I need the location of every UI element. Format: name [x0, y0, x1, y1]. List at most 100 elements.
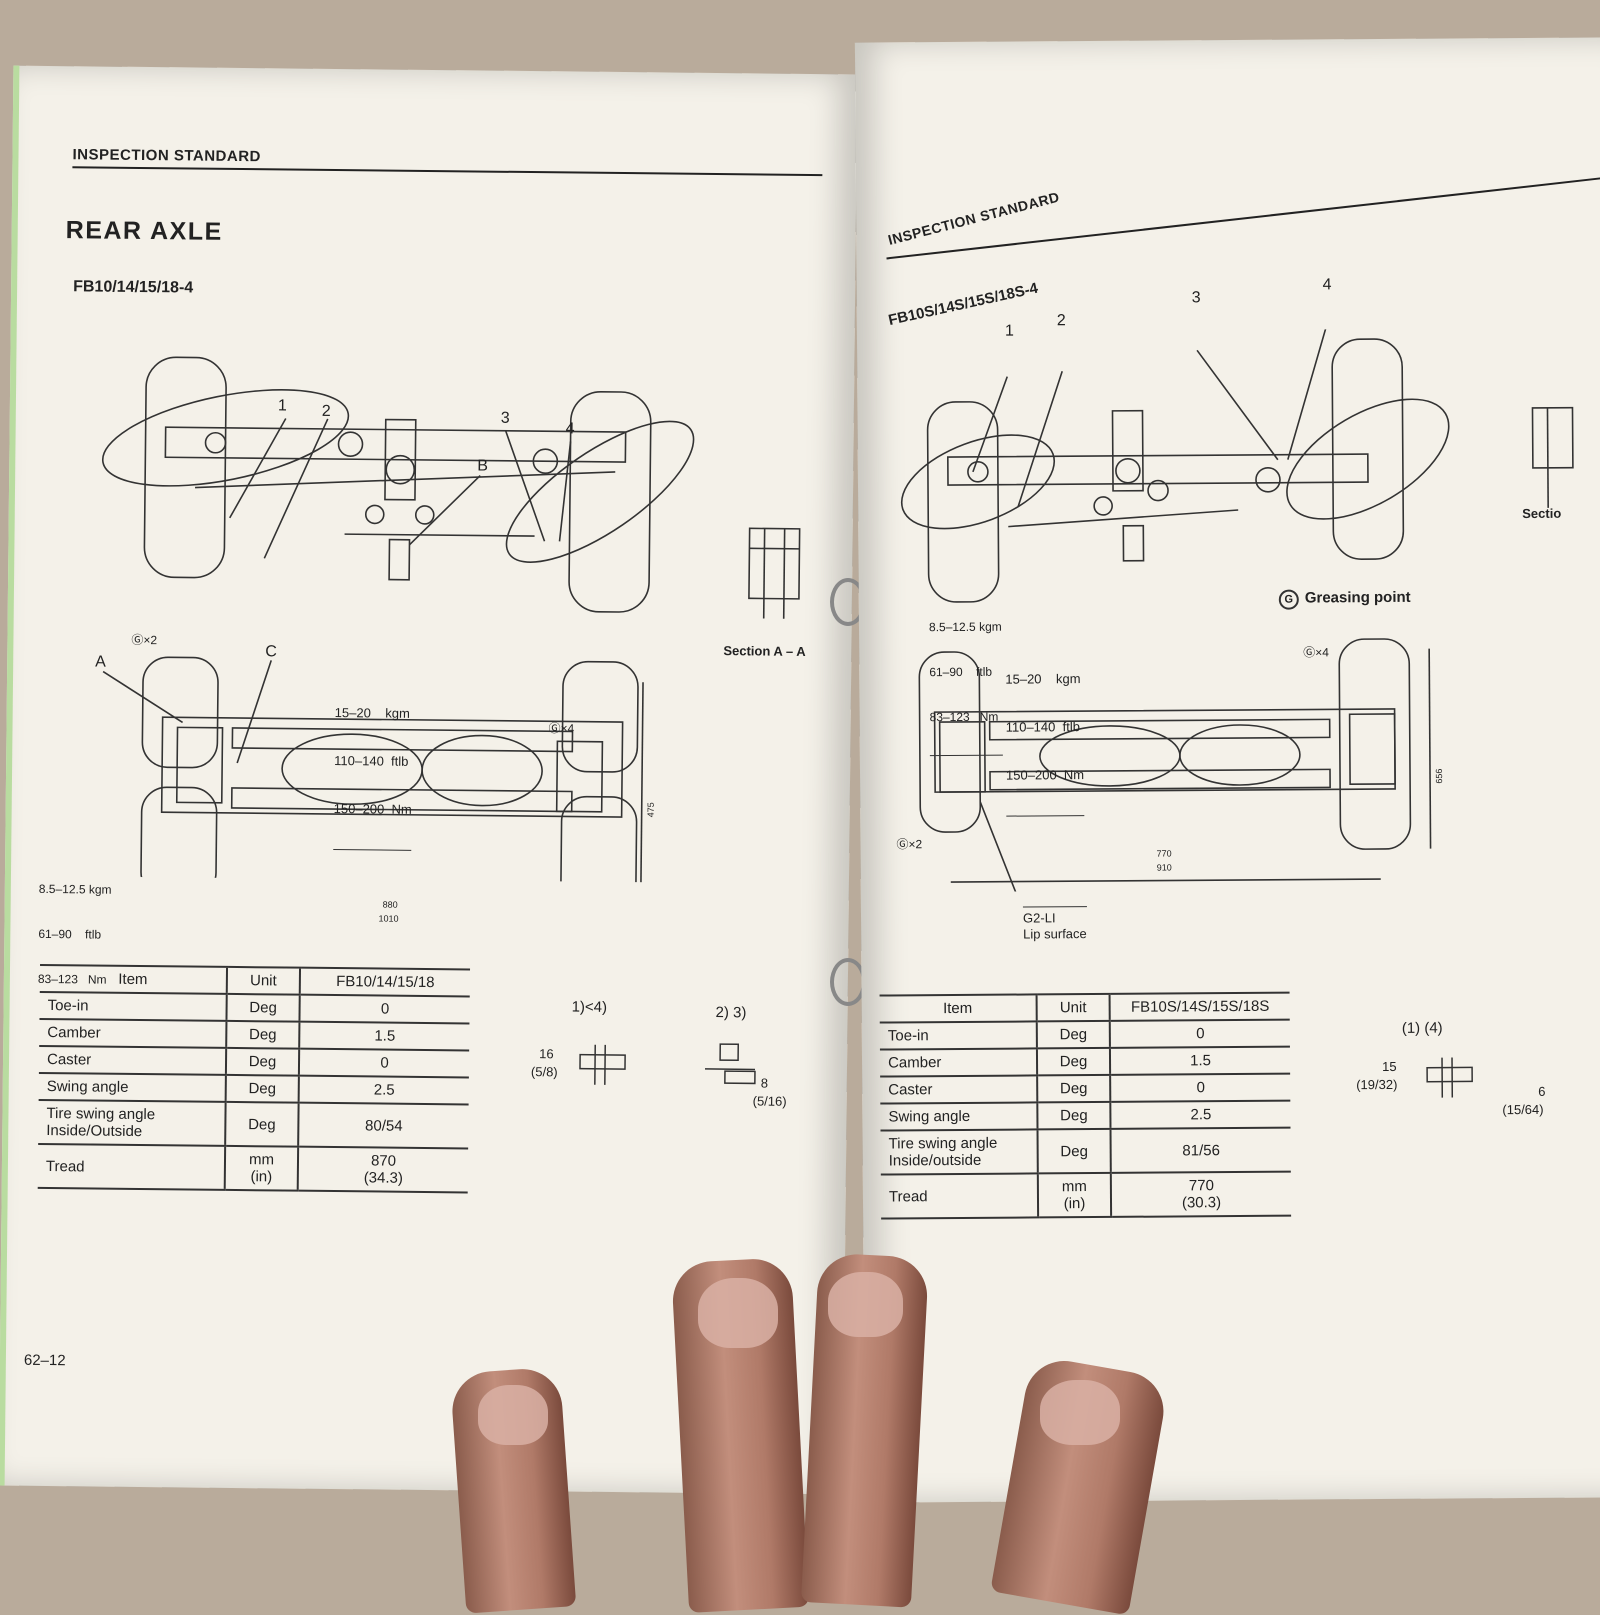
- callout-4: 4: [566, 421, 575, 436]
- row-unit: Deg: [1037, 1021, 1110, 1049]
- row-value: 0: [299, 995, 469, 1024]
- row-unit: Deg: [226, 994, 299, 1022]
- row-item: Caster: [39, 1046, 226, 1075]
- row-value: 2.5: [299, 1076, 469, 1105]
- row-item: Camber: [39, 1019, 226, 1048]
- row-item: Tire swing angle Inside/outside: [881, 1129, 1038, 1174]
- row-item: Swing angle: [880, 1102, 1037, 1130]
- row-item: Caster: [880, 1075, 1037, 1103]
- torque-mid-ftlb: 110–140 ftlb: [1006, 719, 1084, 736]
- detail-sketch-2: [705, 1041, 766, 1092]
- section-label: Section A – A: [723, 643, 806, 660]
- grease-mark-x2: Ⓖ×2: [131, 633, 157, 648]
- detail-dim-15: 15: [1382, 1059, 1397, 1074]
- callout-1: 1: [278, 398, 287, 413]
- detail-dim-5-16: (5/16): [753, 1093, 787, 1108]
- row-value: 770 (30.3): [1111, 1172, 1291, 1217]
- grease-mark-x4: Ⓖ×4: [548, 721, 574, 736]
- row-value: 1.5: [1110, 1047, 1290, 1075]
- row-value: 0: [1110, 1074, 1290, 1102]
- row-value: 0: [1110, 1020, 1290, 1048]
- col-unit: Unit: [227, 967, 300, 995]
- wheel-right-top: [569, 391, 651, 612]
- row-unit: Deg: [226, 1021, 299, 1049]
- fingernail: [1040, 1380, 1120, 1445]
- row-unit: Deg: [226, 1075, 299, 1103]
- header-rule: [72, 166, 822, 176]
- lube-grade: G2-LI: [1023, 910, 1087, 926]
- row-unit: Deg: [225, 1102, 298, 1147]
- right-page: INSPECTION STANDARD FB10S/14S/15S/18S-4: [855, 37, 1600, 1502]
- row-item: Tire swing angle Inside/Outside: [38, 1100, 225, 1146]
- detail-dim-6: 6: [1538, 1084, 1545, 1099]
- detail-dim-19-32: (19/32): [1356, 1077, 1397, 1092]
- row-unit: mm (in): [1038, 1173, 1111, 1218]
- row-unit: Deg: [1038, 1129, 1111, 1174]
- torque-bottom-kgm: 8.5–12.5 kgm: [39, 882, 112, 898]
- row-item: Tread: [38, 1144, 225, 1190]
- fingernail: [478, 1385, 548, 1445]
- row-value: 81/56: [1111, 1128, 1291, 1173]
- row-unit: Deg: [1037, 1075, 1110, 1103]
- dim-475: 475: [644, 802, 659, 817]
- row-item: Toe-in: [880, 1021, 1037, 1049]
- rear-axle-diagram: [11, 316, 837, 885]
- detail-sketch-1: [575, 1040, 636, 1091]
- col-model: FB10S/14S/15S/18S: [1110, 993, 1290, 1021]
- row-unit: Deg: [226, 1048, 299, 1076]
- callout-3: 3: [1192, 290, 1201, 305]
- torque-mid-kgm: 15–20 kgm: [1005, 671, 1083, 688]
- lube-spec: G2-LI Lip surface: [1023, 906, 1087, 942]
- row-item: Swing angle: [39, 1073, 226, 1102]
- torque-top: 15–20 kgm 110–140 ftlb 150–200 Nm: [333, 673, 413, 851]
- row-value: 0: [299, 1049, 469, 1078]
- model-label: FB10S/14S/15S/18S-4: [887, 280, 1040, 329]
- callout-a: A: [95, 655, 106, 670]
- callout-c: C: [265, 644, 277, 659]
- greasing-label: Greasing point: [1305, 589, 1411, 607]
- detail-dim-15-64: (15/64): [1502, 1102, 1543, 1117]
- row-unit: Deg: [1037, 1102, 1110, 1130]
- torque-bottom-ftlb: 61–90 ftlb: [38, 927, 111, 943]
- grease-mark-x2: Ⓖ×2: [896, 837, 922, 852]
- page-header: INSPECTION STANDARD: [886, 189, 1061, 248]
- detail-label-1: 1)<4): [572, 1000, 608, 1016]
- callout-2: 2: [1057, 313, 1066, 328]
- detail-label-2: 2) 3): [715, 1005, 746, 1021]
- detail-label-1: (1) (4): [1402, 1021, 1443, 1037]
- col-item: Item: [40, 965, 227, 994]
- dim-770: 770: [1157, 846, 1172, 861]
- torque-top: 8.5–12.5 kgm 61–90 ftlb 83–123 Nm: [929, 590, 1003, 757]
- torque-mid-nm: 150–200 Nm: [1006, 767, 1084, 784]
- dim-880: 880: [383, 898, 398, 913]
- row-item: Toe-in: [39, 992, 226, 1021]
- row-item: Camber: [880, 1048, 1037, 1076]
- model-label: FB10/14/15/18-4: [73, 278, 193, 297]
- page-number: 62–12: [24, 1352, 66, 1369]
- detail-sketch-3: [1422, 1052, 1482, 1102]
- col-unit: Unit: [1037, 994, 1110, 1022]
- page-header: INSPECTION STANDARD: [72, 146, 261, 165]
- row-value: 80/54: [298, 1103, 468, 1149]
- callout-1: 1: [1005, 324, 1014, 339]
- wheel-left-top: [144, 357, 226, 578]
- dim-910: 910: [1157, 860, 1172, 875]
- torque-mid: 15–20 kgm 110–140 ftlb 150–200 Nm: [1005, 639, 1084, 817]
- row-unit: Deg: [1037, 1048, 1110, 1076]
- page-title: REAR AXLE: [66, 216, 223, 247]
- detail-dim-8: 8: [761, 1076, 768, 1091]
- torque-top-kgm: 8.5–12.5 kgm: [929, 620, 1002, 636]
- detail-dim-5-8: (5/8): [531, 1064, 558, 1079]
- greasing-symbol-icon: G: [1279, 590, 1299, 610]
- section-label-cut: Sectio: [1522, 506, 1561, 522]
- grease-mark-x4: Ⓖ×4: [1303, 645, 1329, 660]
